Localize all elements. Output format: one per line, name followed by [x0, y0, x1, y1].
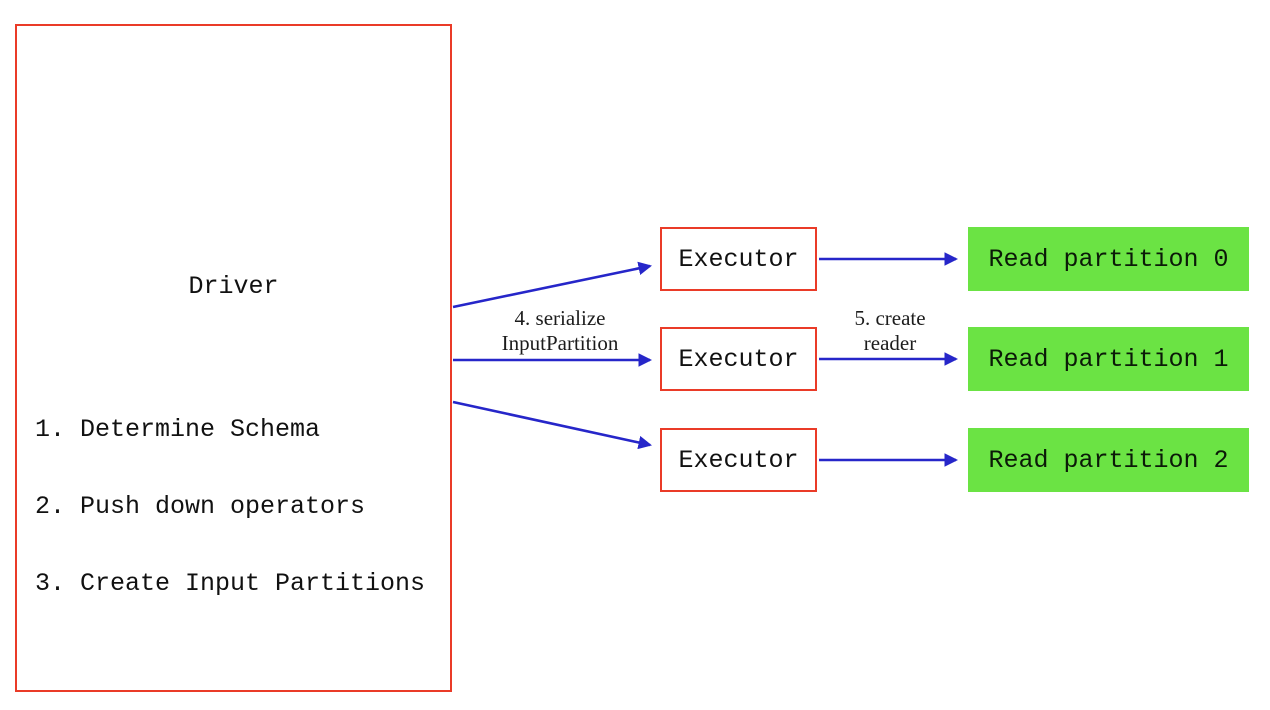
executor-box-1: Executor	[660, 327, 817, 391]
partition-box-2: Read partition 2	[968, 428, 1249, 492]
partition-0-label: Read partition 0	[988, 244, 1229, 274]
executor-1-label: Executor	[678, 344, 799, 374]
executor-0-label: Executor	[678, 244, 799, 274]
executor-box-2: Executor	[660, 428, 817, 492]
serialize-edge-label: 4. serialize InputPartition	[450, 306, 670, 356]
create-reader-label-line1: 5. create	[854, 306, 926, 330]
driver-step-1: 1. Determine Schema	[35, 415, 321, 445]
serialize-label-line1: 4. serialize	[514, 306, 606, 330]
driver-box: Driver 1. Determine Schema 2. Push down …	[15, 24, 452, 692]
partition-box-1: Read partition 1	[968, 327, 1249, 391]
executor-box-0: Executor	[660, 227, 817, 291]
driver-steps: 1. Determine Schema 2. Push down operato…	[35, 366, 425, 648]
create-reader-edge-label: 5. create reader	[790, 306, 990, 356]
arrow-driver-to-executor-0	[452, 261, 652, 309]
driver-step-2: 2. Push down operators	[35, 491, 366, 521]
arrow-driver-to-executor-2	[452, 400, 652, 450]
partition-2-label: Read partition 2	[988, 445, 1229, 475]
partition-1-label: Read partition 1	[988, 344, 1229, 374]
driver-step-3: 3. Create Input Partitions	[35, 568, 426, 598]
create-reader-label-line2: reader	[863, 331, 917, 355]
serialize-label-line2: InputPartition	[501, 331, 619, 355]
driver-title: Driver	[188, 272, 279, 301]
partition-box-0: Read partition 0	[968, 227, 1249, 291]
executor-2-label: Executor	[678, 445, 799, 475]
